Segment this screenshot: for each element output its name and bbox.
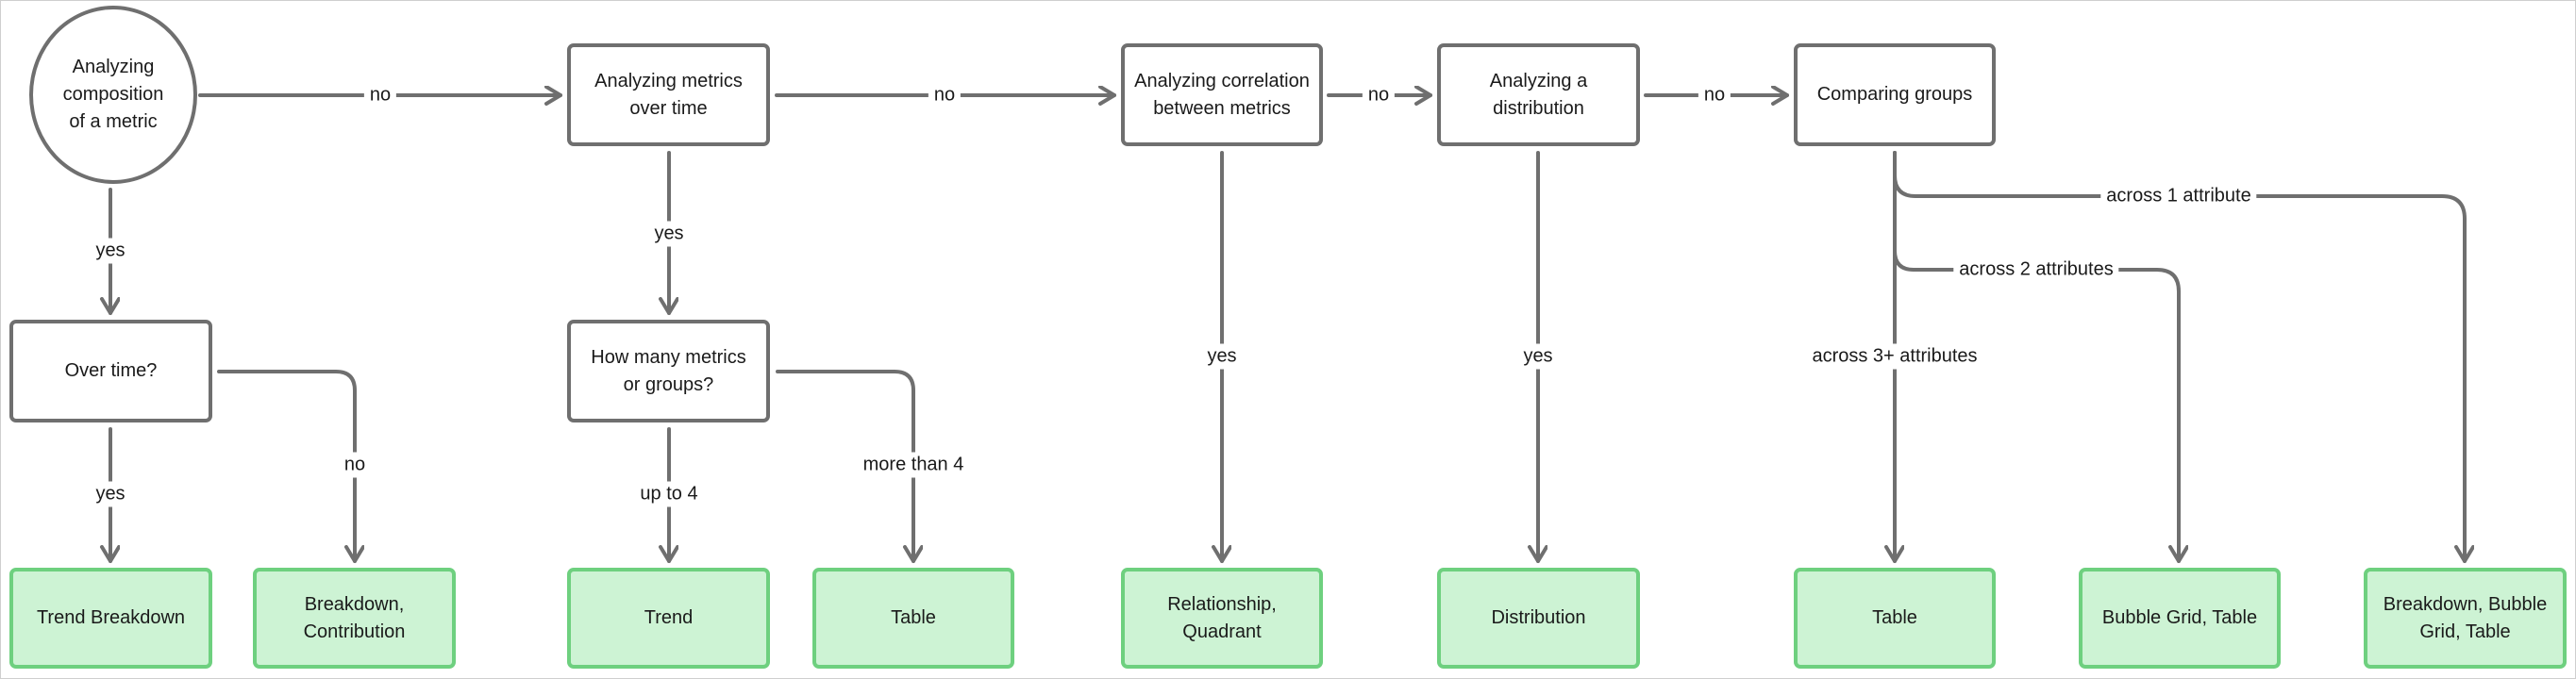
result-trend-breakdown: Trend Breakdown	[9, 568, 212, 669]
edge-label-yes: yes	[90, 481, 131, 507]
node-analyzing-composition: Analyzing composition of a metric	[29, 6, 197, 184]
edge-label-yes: yes	[90, 238, 131, 264]
node-how-many-metrics: How many metrics or groups?	[567, 320, 770, 422]
edge-label-no: no	[363, 82, 397, 108]
result-bubble-grid-table: Bubble Grid, Table	[2079, 568, 2281, 669]
result-breakdown-bubble-grid-table: Breakdown, Bubble Grid, Table	[2364, 568, 2567, 669]
node-comparing-groups: Comparing groups	[1794, 43, 1996, 146]
edge-label-yes: yes	[1517, 343, 1559, 370]
node-analyzing-metrics-over-time: Analyzing metrics over time	[567, 43, 770, 146]
edge-label-across-3-attributes: across 3+ attributes	[1806, 343, 1983, 370]
edge-howmany-to-table	[776, 370, 913, 563]
result-relationship-quadrant: Relationship, Quadrant	[1121, 568, 1323, 669]
node-analyzing-distribution: Analyzing a distribution	[1437, 43, 1640, 146]
edge-label-across-1-attribute: across 1 attribute	[2100, 183, 2257, 209]
edge-label-yes: yes	[648, 221, 690, 247]
edge-overtime-to-breakdown	[217, 370, 355, 563]
edge-label-no: no	[1362, 82, 1396, 108]
node-over-time: Over time?	[9, 320, 212, 422]
result-table-metrics: Table	[812, 568, 1014, 669]
edge-label-yes: yes	[1201, 343, 1243, 370]
result-trend: Trend	[567, 568, 770, 669]
edge-label-more-than-4: more than 4	[857, 452, 970, 478]
node-analyzing-correlation: Analyzing correlation between metrics	[1121, 43, 1323, 146]
result-table-groups: Table	[1794, 568, 1996, 669]
edge-label-no: no	[338, 452, 372, 478]
result-breakdown-contribution: Breakdown, Contribution	[253, 568, 456, 669]
result-distribution: Distribution	[1437, 568, 1640, 669]
edge-label-no: no	[1698, 82, 1731, 108]
edge-label-across-2-attributes: across 2 attributes	[1953, 257, 2119, 283]
edge-label-no: no	[928, 82, 962, 108]
edge-label-up-to-4: up to 4	[634, 481, 704, 507]
